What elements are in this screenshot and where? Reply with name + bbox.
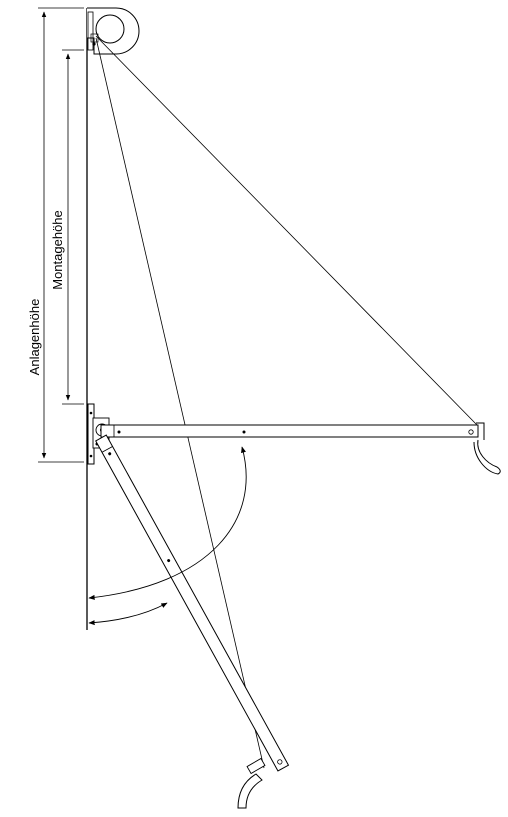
system-height-label: Anlagenhöhe: [27, 299, 42, 376]
front-profile-lowered: [237, 757, 266, 809]
front-profile-horizontal: [473, 439, 501, 475]
tilt-angle-arc-small: [88, 602, 168, 626]
system-height-dimension: Anlagenhöhe: [27, 7, 84, 463]
tilt-angle-arc-large: [88, 446, 247, 600]
arm-horizontal: [100, 422, 485, 440]
fabric-line-lowered: [95, 37, 265, 769]
mounting-height-dimension: Montagehöhe: [50, 49, 84, 405]
fabric-line-horizontal: [95, 35, 478, 426]
roller-housing: [87, 7, 140, 55]
mounting-height-label: Montagehöhe: [50, 210, 65, 290]
arm-lowered: [95, 434, 290, 772]
